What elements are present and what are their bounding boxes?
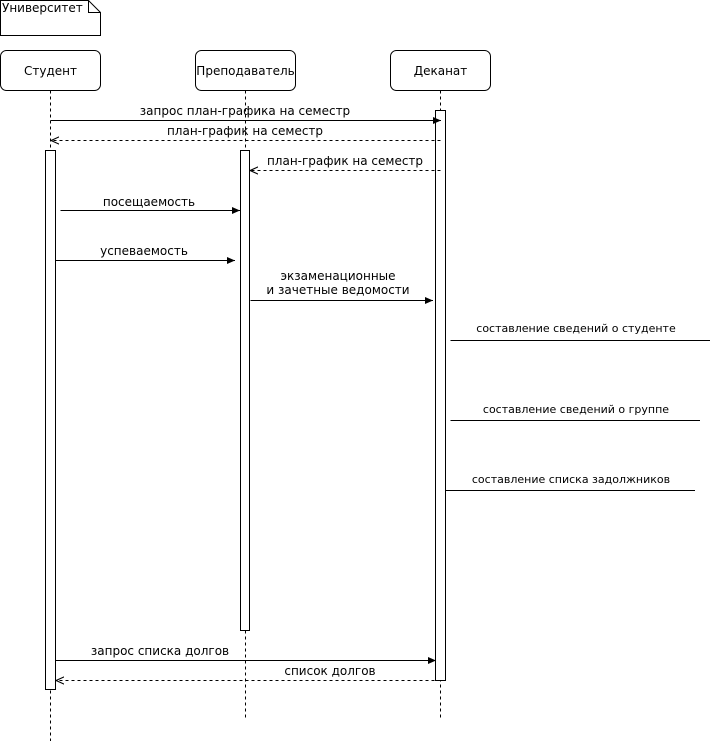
message-label-line-1: экзаменационные	[280, 269, 395, 283]
message-label: посещаемость	[103, 195, 195, 209]
message-attendance: посещаемость	[60, 195, 240, 215]
message-debts-list: список долгов	[56, 664, 441, 681]
message-label-line-2: и зачетные ведомости	[266, 283, 409, 297]
message-return-schedule-teacher: план-график на семестр	[250, 154, 441, 171]
participant-student-label: Студент	[24, 64, 77, 78]
note-student-info: составление сведений о студенте	[450, 322, 710, 341]
participant-dean-label: Деканат	[414, 64, 468, 78]
frame-tab: Университет	[0, 0, 101, 36]
activation-student	[45, 150, 56, 690]
frame-title: Университет	[2, 1, 83, 15]
activation-teacher	[240, 150, 250, 631]
note-label: составление списка задолжников	[472, 473, 670, 486]
lifeline-student: Студент	[0, 50, 101, 741]
lifeline-dean: Деканат	[390, 50, 491, 720]
message-label: план-график на семестр	[267, 154, 423, 168]
message-request-debts: запрос списка долгов	[55, 644, 436, 665]
message-label: план-график на семестр	[167, 124, 323, 138]
note-label: составление сведений о студенте	[476, 322, 676, 335]
participant-teacher-label: Преподаватель	[196, 64, 294, 78]
message-label: успеваемость	[100, 244, 188, 258]
note-group-info: составление сведений о группе	[450, 403, 700, 421]
message-label: запрос списка долгов	[91, 644, 229, 658]
message-performance: успеваемость	[55, 244, 235, 265]
message-exam-sheets: экзаменационные и зачетные ведомости	[250, 269, 433, 305]
message-request-schedule: запрос план-графика на семестр	[50, 104, 441, 125]
note-debtors-list: составление списка задолжников	[445, 473, 695, 491]
message-return-schedule-student: план-график на семестр	[51, 124, 441, 141]
lifeline-teacher: Преподаватель	[195, 50, 296, 720]
message-label: запрос план-графика на семестр	[140, 104, 350, 118]
activation-dean	[435, 110, 446, 681]
note-label: составление сведений о группе	[483, 403, 669, 416]
message-label: список долгов	[284, 664, 375, 678]
